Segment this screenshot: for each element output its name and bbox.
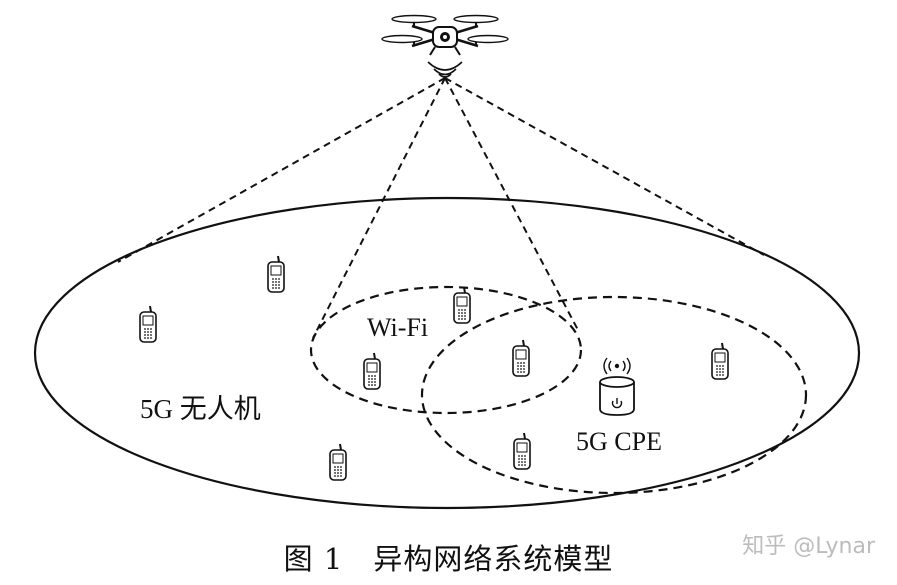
mobile-phone-icon [512, 339, 530, 377]
cpe-coverage-ellipse [420, 295, 808, 495]
mobile-phone-icon [711, 342, 729, 380]
mobile-phone-icon [139, 305, 157, 343]
uav-network-label: 5G 无人机 [140, 394, 261, 424]
cpe-router-icon [599, 357, 635, 416]
drone-beam-lines [117, 77, 765, 339]
mobile-phone-icon [363, 352, 381, 390]
wifi-coverage-ellipse [309, 285, 583, 415]
wifi-label: Wi-Fi [367, 313, 428, 342]
drone-icon [381, 14, 509, 78]
mobile-phone-icon [453, 286, 471, 324]
watermark: 知乎 @Lynar [742, 534, 875, 559]
mobile-phone-icon [513, 432, 531, 470]
mobile-phone-icon [267, 255, 285, 293]
figure-caption: 图 1 异构网络系统模型 [283, 542, 614, 576]
uav-5g-coverage-ellipse [33, 196, 861, 510]
cpe-label: 5G CPE [576, 427, 662, 456]
mobile-phone-icon [329, 443, 347, 481]
